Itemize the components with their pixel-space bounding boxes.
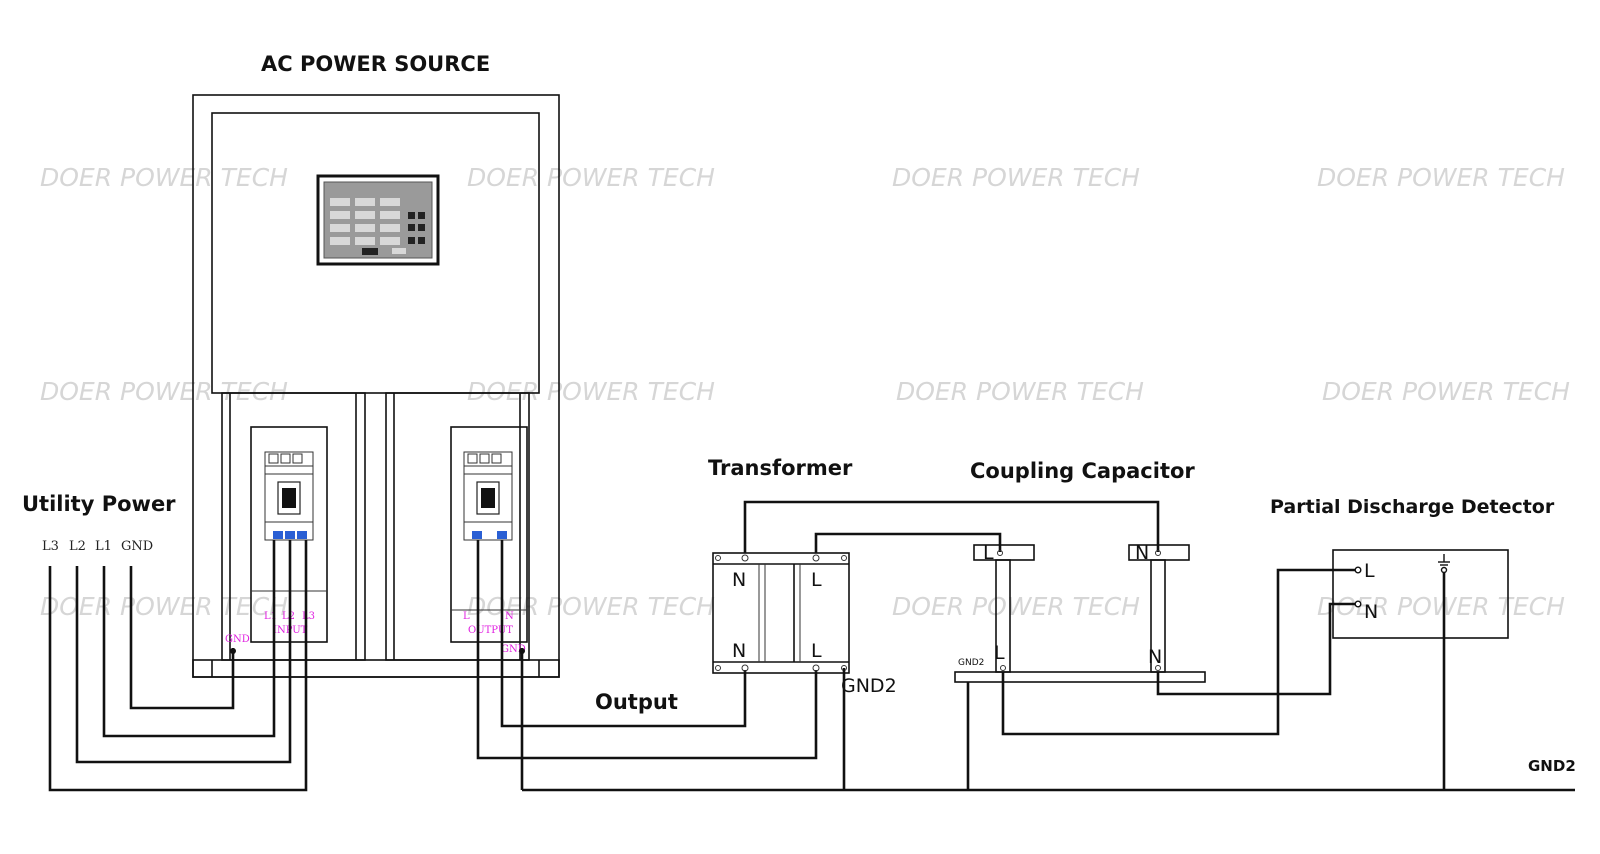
- detector-wiring: [966, 568, 1358, 790]
- capacitor-terminal-n-bottom: N: [1148, 646, 1162, 668]
- watermark: DOER POWER TECH: [467, 163, 715, 192]
- transformer-hv-wiring: [743, 500, 1160, 790]
- watermark: DOER POWER TECH: [467, 377, 715, 406]
- ground-bus-label: GND2: [1528, 757, 1576, 775]
- cabinet-base: [192, 659, 560, 678]
- partial-discharge-detector: Partial Discharge Detector L N: [1270, 496, 1555, 790]
- detector-title: Partial Discharge Detector: [1270, 496, 1555, 518]
- output-gnd-label: GND: [501, 644, 526, 655]
- transformer-gnd-label: GND2: [841, 675, 897, 697]
- watermark: DOER POWER TECH: [40, 163, 288, 192]
- utility-terminal-l3: L3: [42, 539, 59, 554]
- transformer-title: Transformer: [708, 456, 853, 480]
- transformer-terminal-n-bottom: N: [732, 640, 746, 662]
- ac-power-source: AC POWER SOURCE: [192, 52, 560, 678]
- watermark: DOER POWER TECH: [896, 377, 1144, 406]
- detector-terminal-n: N: [1364, 601, 1378, 623]
- utility-terminal-l2: L2: [69, 539, 86, 554]
- ground-icon: [1438, 554, 1450, 574]
- watermark: DOER POWER TECH: [1317, 163, 1565, 192]
- watermark: DOER POWER TECH: [892, 163, 1140, 192]
- cabinet-upper-panel: [211, 112, 540, 394]
- output-compartment: [385, 392, 530, 661]
- utility-power: Utility Power L3 L2 L1 GND: [22, 492, 176, 554]
- input-gnd-label: GND: [225, 634, 250, 645]
- capacitor-terminal-n-top: N: [1135, 542, 1149, 564]
- watermark: DOER POWER TECH: [467, 592, 715, 621]
- input-terminal-l2: L2: [282, 611, 295, 622]
- watermark: DOER POWER TECH: [40, 592, 288, 621]
- transformer-terminal-n-top: N: [732, 569, 746, 591]
- output-breaker-label: OUTPUT: [468, 625, 513, 636]
- input-compartment: [221, 392, 366, 661]
- output-wiring: [476, 540, 818, 790]
- ac-power-source-title: AC POWER SOURCE: [261, 52, 490, 76]
- watermark: DOER POWER TECH: [1322, 377, 1570, 406]
- transformer-terminal-l-top: L: [811, 569, 822, 591]
- detector-terminal-l: L: [1364, 560, 1375, 582]
- watermark: DOER POWER TECH: [40, 377, 288, 406]
- utility-power-title: Utility Power: [22, 492, 176, 516]
- input-terminal-l1: L1: [264, 611, 277, 622]
- utility-wiring: [48, 540, 308, 792]
- capacitor-terminal-l-top: L: [983, 542, 994, 564]
- output-terminal-n: N: [505, 611, 514, 622]
- output-terminal-l: L: [463, 611, 470, 622]
- coupling-capacitor: Coupling Capacitor L N L N GND2: [954, 459, 1206, 683]
- output-label: Output: [595, 690, 678, 714]
- transformer-terminal-l-bottom: L: [811, 640, 822, 662]
- output-breaker: L N OUTPUT: [450, 426, 528, 643]
- watermark: DOER POWER TECH: [892, 592, 1140, 621]
- input-terminal-l3: L3: [302, 611, 315, 622]
- watermark: DOER POWER TECH: [1317, 592, 1565, 621]
- watermark-layer: DOER POWER TECH DOER POWER TECH DOER POW…: [40, 163, 1570, 621]
- transformer: Transformer N L N L GND2: [708, 456, 897, 697]
- utility-terminal-gnd: GND: [121, 539, 153, 554]
- coupling-capacitor-title: Coupling Capacitor: [970, 459, 1195, 483]
- capacitor-gnd-label: GND2: [958, 658, 984, 668]
- utility-terminal-l1: L1: [95, 539, 112, 554]
- control-panel-screen: [316, 174, 440, 266]
- capacitor-terminal-l-bottom: L: [994, 642, 1005, 664]
